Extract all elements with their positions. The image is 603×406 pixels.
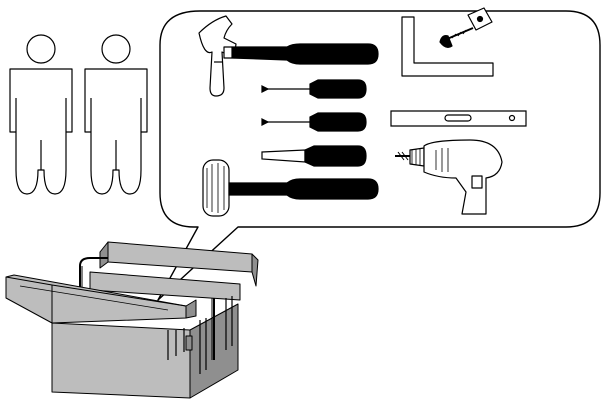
wall-plug-screw-icon — [439, 7, 493, 48]
cantilever-toolbox-icon — [5, 241, 259, 399]
screwdriver-icon — [261, 112, 367, 132]
chisel-icon — [261, 145, 367, 167]
person-icon — [84, 34, 148, 195]
claw-hammer-icon — [198, 15, 379, 97]
power-drill-icon — [395, 139, 503, 215]
carpenter-square-icon — [401, 16, 494, 77]
spirit-level-icon — [390, 110, 527, 127]
speech-bubble — [157, 10, 601, 301]
person-icon — [9, 34, 73, 195]
mallet-icon — [202, 159, 379, 217]
screwdriver-icon — [261, 79, 367, 99]
